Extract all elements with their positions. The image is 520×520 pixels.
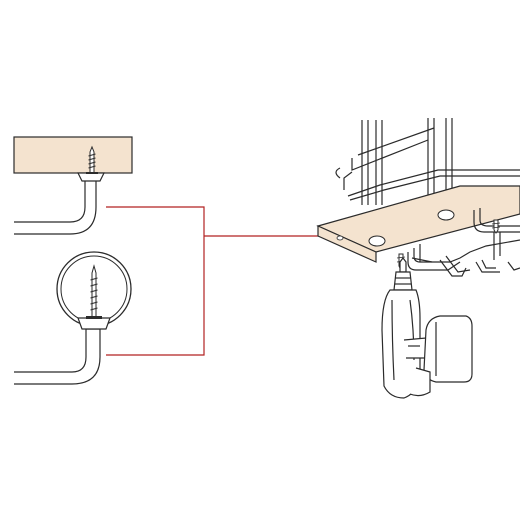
rod-outline [14, 174, 97, 235]
mount-cup [77, 317, 111, 330]
hanging-rack [407, 208, 520, 277]
screw-icon [491, 219, 501, 234]
connector-line-top [106, 206, 205, 356]
board-hole [336, 235, 344, 241]
board-hole [368, 235, 386, 247]
power-drill-icon [381, 257, 473, 399]
rod-outline [14, 328, 101, 385]
board-hole [437, 209, 455, 221]
detail-tube-mount [14, 251, 132, 385]
screw-icon [86, 264, 102, 319]
detail-wood-mount [13, 136, 133, 235]
screw-icon [86, 145, 98, 174]
shelf-board-edge [317, 225, 377, 263]
main-view [316, 118, 520, 277]
basket-posts [335, 118, 520, 205]
mount-cup [77, 172, 105, 182]
wood-board [13, 136, 133, 174]
